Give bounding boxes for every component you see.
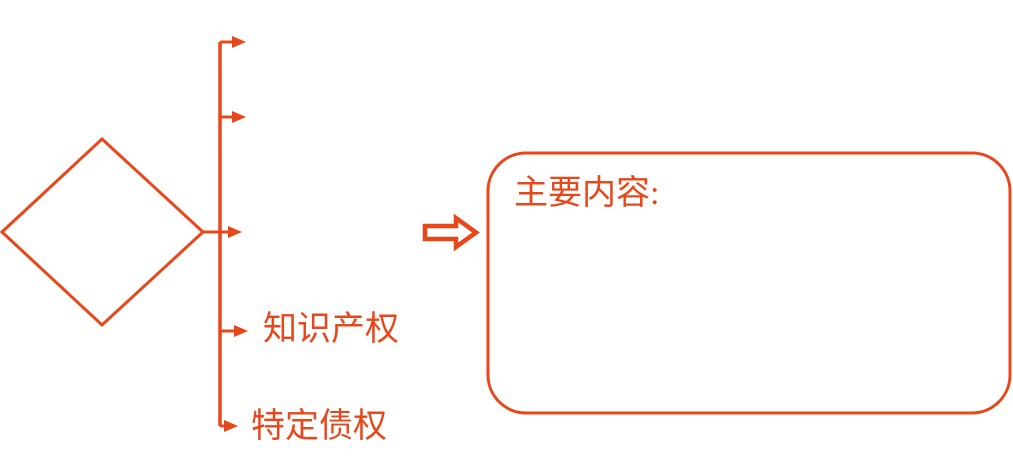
branch-3-arrowhead-icon [228, 226, 242, 238]
branch-5-label: 特定债权 [251, 408, 387, 445]
branch-2-arrowhead-icon [232, 111, 246, 123]
decision-diamond-shape [0, 136, 206, 328]
branch-4-label: 知识产权 [263, 311, 399, 348]
branch-5-arrowhead-icon [224, 420, 238, 432]
content-box-shape [486, 151, 1012, 415]
content-box-title: 主要内容: [514, 175, 660, 212]
branch-4-arrowhead-icon [234, 325, 248, 337]
branch-1-arrowhead-icon [232, 36, 246, 48]
right-block-arrow-icon [422, 213, 480, 252]
